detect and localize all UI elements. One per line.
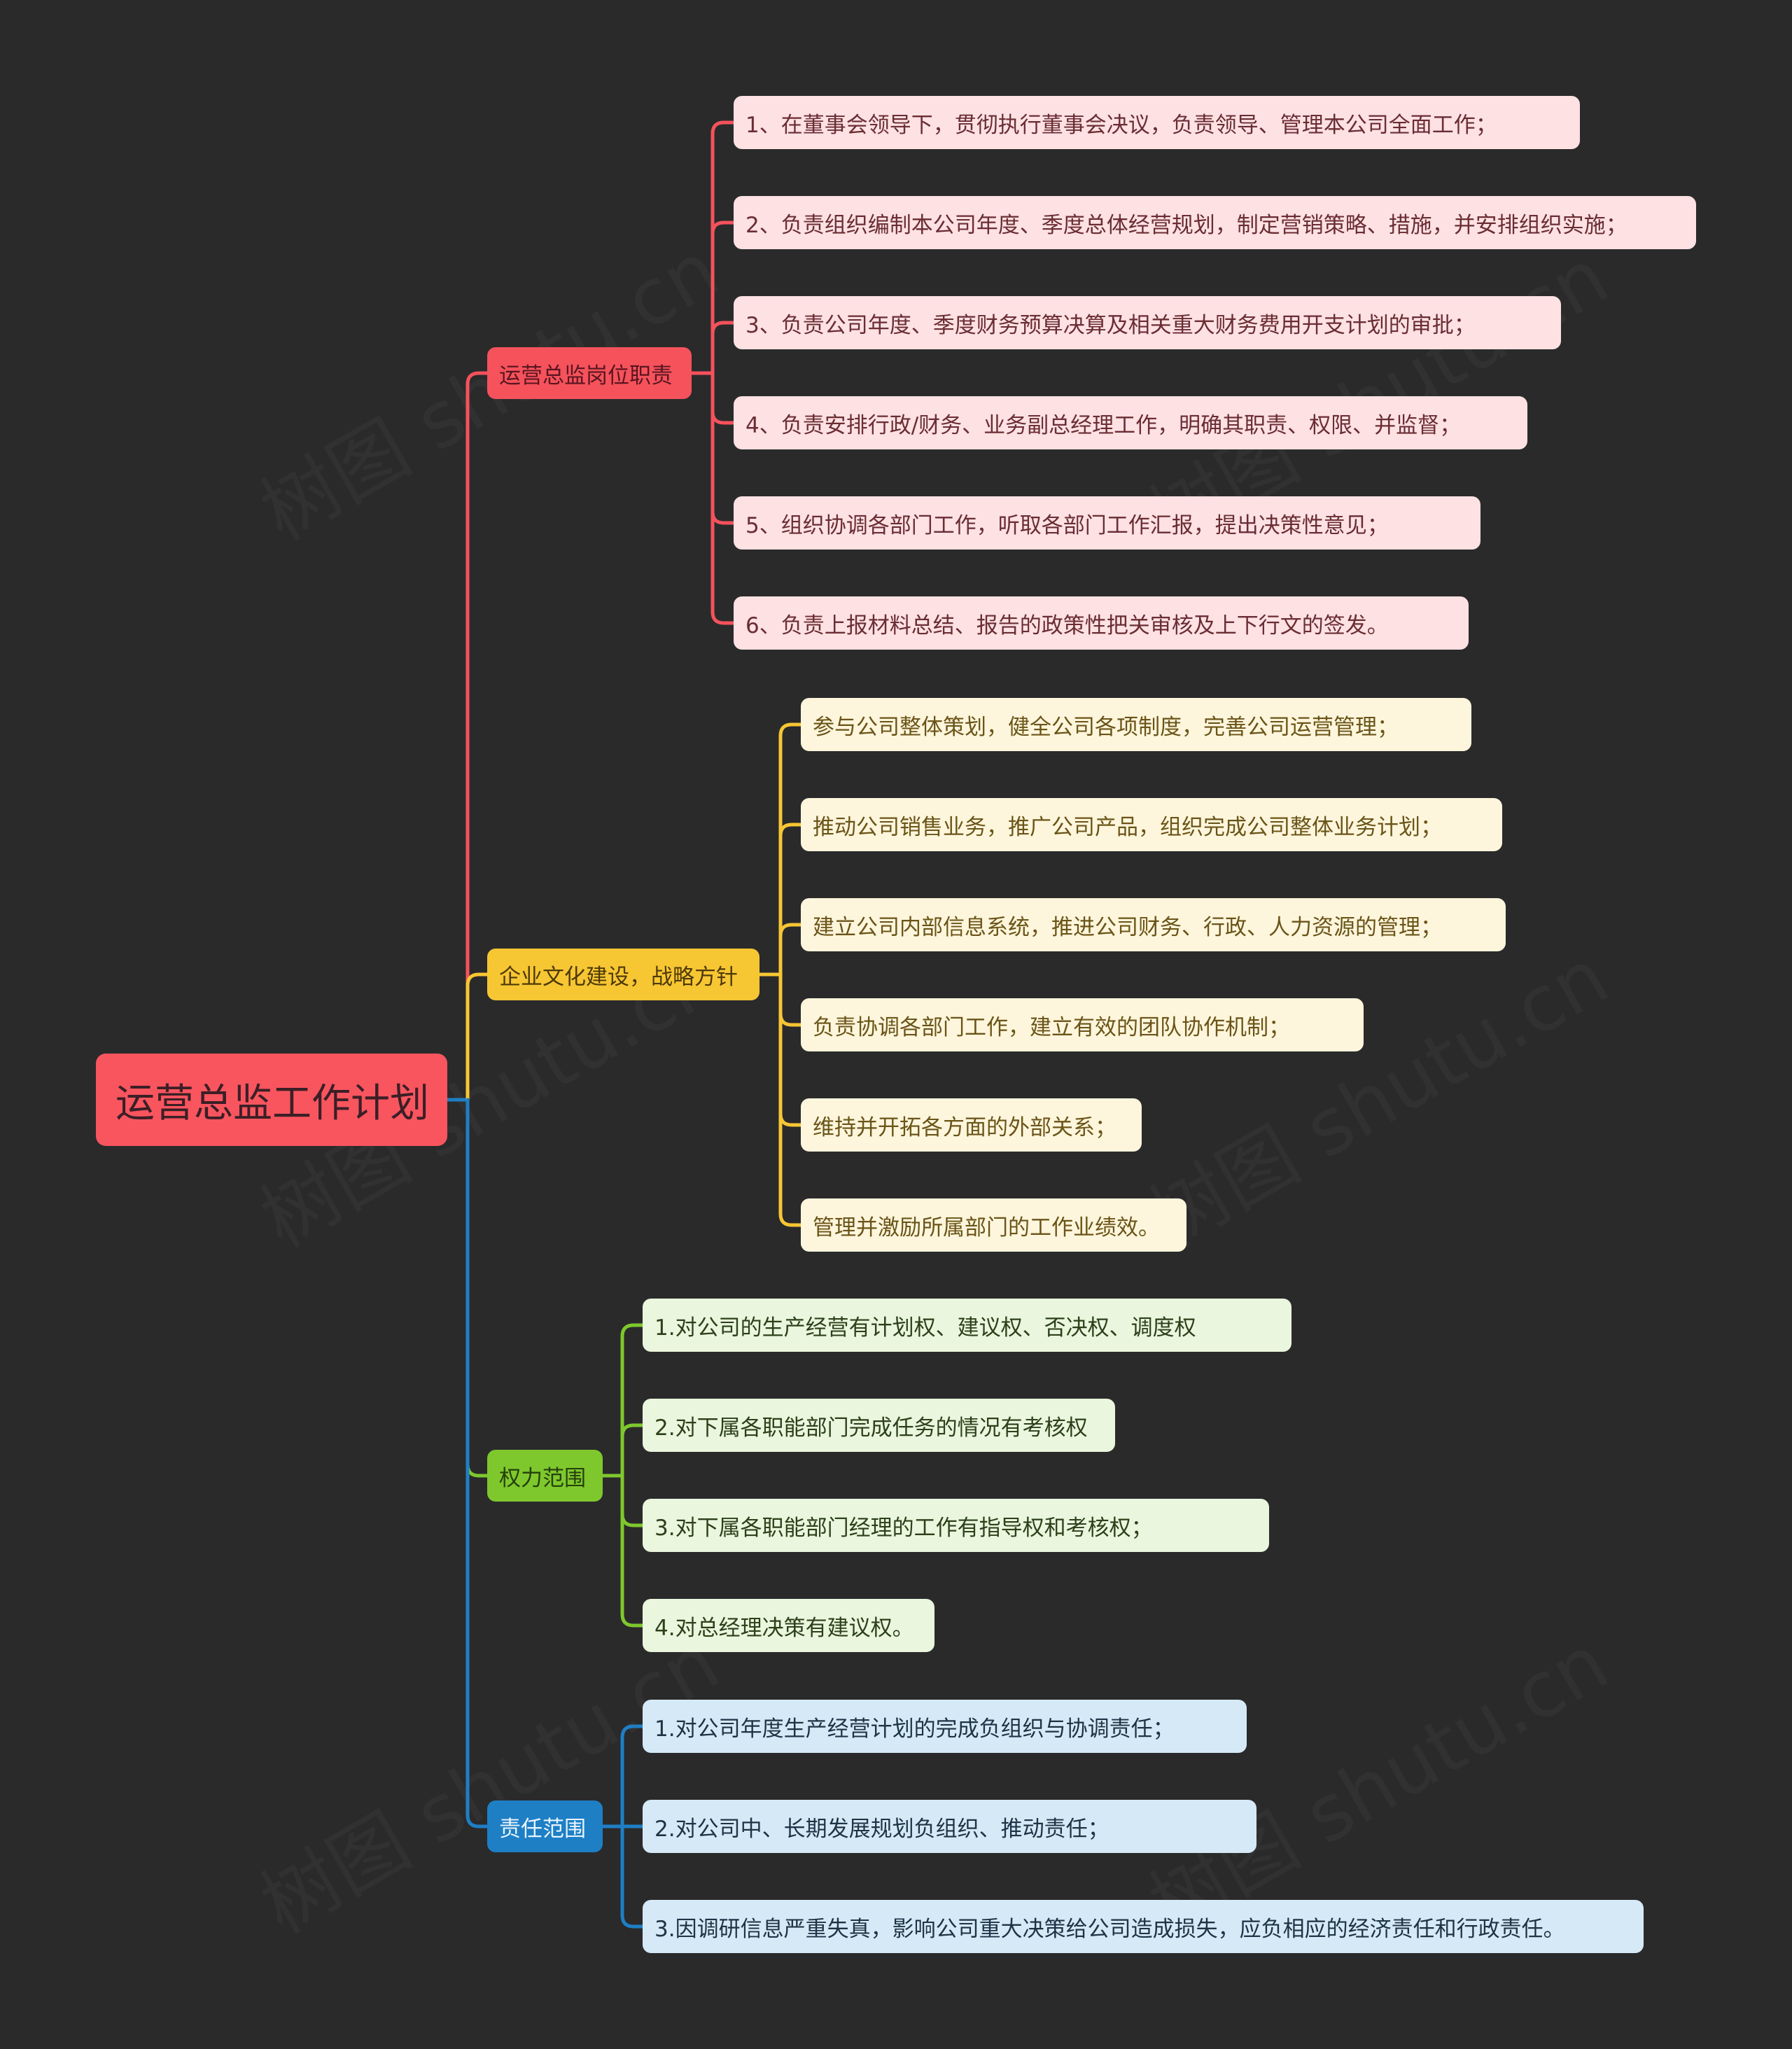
leaf-duties-5[interactable]: 5、组织协调各部门工作，听取各部门工作汇报，提出决策性意见； bbox=[734, 496, 1480, 550]
leaf-connector bbox=[710, 371, 736, 525]
leaf-connector bbox=[710, 321, 736, 375]
leaf-connector bbox=[710, 371, 736, 425]
branch-connector bbox=[465, 972, 489, 1102]
leaf-duties-2[interactable]: 2、负责组织编制本公司年度、季度总体经营规划，制定营销策略、措施，并安排组织实施… bbox=[734, 196, 1696, 249]
leaf-duties-6[interactable]: 6、负责上报材料总结、报告的政策性把关审核及上下行文的签发。 bbox=[734, 596, 1469, 650]
leaf-culture-6[interactable]: 管理并激励所属部门的工作业绩效。 bbox=[801, 1198, 1186, 1252]
branch-topic-duties[interactable]: 运营总监岗位职责 bbox=[487, 347, 692, 399]
leaf-connector bbox=[620, 1824, 645, 1929]
leaf-responsibility-2[interactable]: 2.对公司中、长期发展规划负组织、推动责任； bbox=[643, 1800, 1256, 1853]
branch-topic-culture-strategy[interactable]: 企业文化建设，战略方针 bbox=[487, 949, 760, 1000]
leaf-connector bbox=[620, 1323, 645, 1478]
leaf-duties-1[interactable]: 1、在董事会领导下，贯彻执行董事会决议，负责领导、管理本公司全面工作； bbox=[734, 96, 1580, 149]
leaf-culture-3[interactable]: 建立公司内部信息系统，推进公司财务、行政、人力资源的管理； bbox=[801, 898, 1506, 951]
branch-connector bbox=[465, 371, 489, 1102]
leaf-authority-3[interactable]: 3.对下属各职能部门经理的工作有指导权和考核权； bbox=[643, 1499, 1269, 1552]
leaf-culture-2[interactable]: 推动公司销售业务，推广公司产品，组织完成公司整体业务计划； bbox=[801, 798, 1502, 851]
leaf-connector bbox=[620, 1423, 645, 1478]
leaf-connector bbox=[620, 1474, 645, 1628]
branch-connector bbox=[465, 1098, 489, 1478]
leaf-connector bbox=[778, 722, 803, 977]
leaf-connector bbox=[710, 221, 736, 375]
leaf-culture-1[interactable]: 参与公司整体策划，健全公司各项制度，完善公司运营管理； bbox=[801, 698, 1471, 751]
branch-topic-authority[interactable]: 权力范围 bbox=[487, 1450, 603, 1502]
leaf-connector bbox=[778, 972, 803, 1127]
leaf-duties-3[interactable]: 3、负责公司年度、季度财务预算决算及相关重大财务费用开支计划的审批； bbox=[734, 296, 1561, 349]
branch-topic-responsibility[interactable]: 责任范围 bbox=[487, 1800, 603, 1852]
branch-connector bbox=[465, 1098, 489, 1828]
leaf-connector bbox=[778, 823, 803, 977]
leaf-culture-4[interactable]: 负责协调各部门工作，建立有效的团队协作机制； bbox=[801, 998, 1364, 1051]
root-topic[interactable]: 运营总监工作计划 bbox=[96, 1054, 447, 1146]
leaf-responsibility-3[interactable]: 3.因调研信息严重失真，影响公司重大决策给公司造成损失，应负相应的经济责任和行政… bbox=[643, 1900, 1644, 1953]
leaf-duties-4[interactable]: 4、负责安排行政/财务、业务副总经理工作，明确其职责、权限、并监督； bbox=[734, 396, 1527, 449]
leaf-connector bbox=[778, 923, 803, 977]
leaf-responsibility-1[interactable]: 1.对公司年度生产经营计划的完成负组织与协调责任； bbox=[643, 1700, 1247, 1753]
leaf-authority-1[interactable]: 1.对公司的生产经营有计划权、建议权、否决权、调度权 bbox=[643, 1299, 1292, 1352]
leaf-authority-4[interactable]: 4.对总经理决策有建议权。 bbox=[643, 1599, 934, 1652]
leaf-authority-2[interactable]: 2.对下属各职能部门完成任务的情况有考核权 bbox=[643, 1399, 1115, 1452]
leaf-connector bbox=[710, 120, 736, 375]
leaf-connector bbox=[620, 1724, 645, 1828]
leaf-connector bbox=[778, 972, 803, 1227]
leaf-connector bbox=[778, 972, 803, 1027]
leaf-connector bbox=[620, 1474, 645, 1527]
leaf-connector bbox=[710, 371, 736, 625]
leaf-culture-5[interactable]: 维持并开拓各方面的外部关系； bbox=[801, 1098, 1142, 1152]
